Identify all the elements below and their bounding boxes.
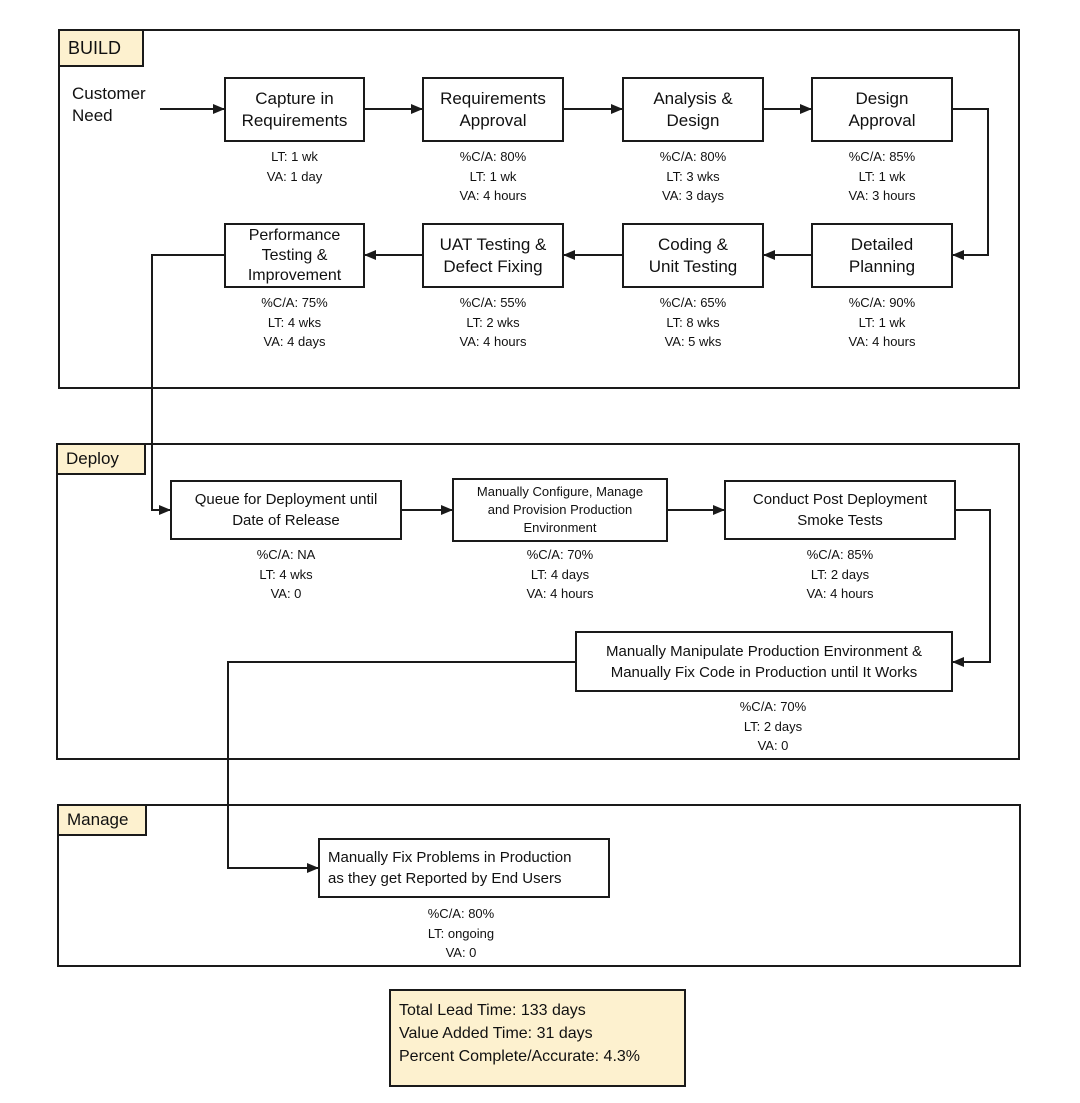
step-capture-requirements: Capture in Requirements: [224, 77, 365, 142]
metric-ca: %C/A: 55%: [459, 295, 527, 310]
step-design-approval: Design Approval: [811, 77, 953, 142]
metric-ca: %C/A: 70%: [739, 699, 807, 714]
total-lead-time: Total Lead Time: 133 days: [399, 1002, 586, 1019]
arrow-smoke-to-manipulate: [952, 509, 991, 667]
metric-va: VA: 5 wks: [664, 334, 722, 349]
metric-lt: LT: 2 days: [743, 718, 803, 734]
metric-ca: %C/A: 80%: [459, 149, 527, 164]
metric-ca: %C/A: 65%: [659, 295, 727, 310]
metric-lt: LT: 4 wks: [259, 566, 313, 582]
metrics-analysis-design: %C/A: 80% LT: 3 wks VA: 3 days: [622, 147, 764, 206]
metric-lt: LT: 3 wks: [666, 168, 720, 184]
step-manually-manipulate-production: Manually Manipulate Production Environme…: [575, 631, 953, 692]
metric-lt: LT: 1 wk: [469, 168, 517, 184]
metric-va: VA: 0: [270, 586, 302, 601]
metric-lt: LT: 4 wks: [267, 314, 322, 330]
manage-section-label: Manage: [57, 804, 147, 836]
metric-va: VA: 4 days: [263, 334, 326, 349]
metric-lt: LT: 4 days: [530, 566, 590, 582]
value-added-time: Value Added Time: 31 days: [399, 1025, 593, 1042]
metric-lt: LT: 1 wk: [858, 168, 906, 184]
metric-va: VA: 4 hours: [459, 188, 527, 203]
metric-va: VA: 1 day: [266, 168, 323, 184]
step-manually-configure: Manually Configure, Manage and Provision…: [452, 478, 668, 542]
deploy-section: [56, 443, 1020, 760]
customer-need-label: Customer Need: [72, 84, 146, 125]
metrics-coding-unit-testing: %C/A: 65% LT: 8 wks VA: 5 wks: [622, 293, 764, 352]
step-queue-for-deployment: Queue for Deployment until Date of Relea…: [170, 480, 402, 540]
metric-lt: LT: ongoing: [427, 925, 495, 941]
metric-ca: %C/A: 75%: [261, 295, 328, 310]
metric-va: VA: 3 days: [662, 188, 724, 203]
metric-ca: %C/A: 80%: [659, 149, 727, 164]
step-manually-fix-problems: Manually Fix Problems in Production as t…: [318, 838, 610, 898]
step-post-deployment-smoke-tests: Conduct Post Deployment Smoke Tests: [724, 480, 956, 540]
metric-ca: %C/A: 85%: [806, 547, 874, 562]
metrics-requirements-approval: %C/A: 80% LT: 1 wk VA: 4 hours: [422, 147, 564, 206]
build-section-label: BUILD: [58, 29, 144, 67]
metrics-manually-manipulate-production: %C/A: 70% LT: 2 days VA: 0: [575, 697, 971, 756]
step-performance-testing: Performance Testing & Improvement: [224, 223, 365, 288]
metric-lt: LT: 8 wks: [666, 314, 720, 330]
metric-va: VA: 4 hours: [806, 586, 874, 601]
step-analysis-design: Analysis & Design: [622, 77, 764, 142]
metric-lt: LT: 1 wk: [858, 314, 906, 330]
metric-lt: LT: 1 wk: [271, 149, 318, 164]
metric-va: VA: 4 hours: [526, 586, 594, 601]
metrics-manually-fix-problems: %C/A: 80% LT: ongoing VA: 0: [318, 904, 604, 963]
metric-va: VA: 4 hours: [848, 334, 916, 349]
percent-complete-accurate: Percent Complete/Accurate: 4.3%: [399, 1048, 641, 1065]
metric-ca: %C/A: 85%: [848, 149, 916, 164]
manage-section: [57, 804, 1021, 967]
metric-ca: %C/A: NA: [256, 547, 316, 562]
metrics-queue-for-deployment: %C/A: NA LT: 4 wks VA: 0: [170, 545, 402, 604]
metrics-uat-testing: %C/A: 55% LT: 2 wks VA: 4 hours: [422, 293, 564, 352]
metric-va: VA: 0: [445, 945, 477, 960]
step-uat-testing: UAT Testing & Defect Fixing: [422, 223, 564, 288]
metric-ca: %C/A: 80%: [427, 906, 495, 921]
metric-ca: %C/A: 90%: [848, 295, 916, 310]
step-coding-unit-testing: Coding & Unit Testing: [622, 223, 764, 288]
arrow-manipulate-to-fix: [227, 661, 575, 873]
summary-box: Total Lead Time: 133 days Value Added Ti…: [389, 989, 686, 1087]
metric-ca: %C/A: 70%: [526, 547, 594, 562]
metric-va: VA: 0: [757, 738, 789, 753]
metric-lt: LT: 2 wks: [466, 314, 520, 330]
metrics-design-approval: %C/A: 85% LT: 1 wk VA: 3 hours: [811, 147, 953, 206]
metrics-performance-testing: %C/A: 75% LT: 4 wks VA: 4 days: [224, 293, 365, 352]
arrow-design-approval-to-planning: [952, 108, 989, 260]
step-detailed-planning: Detailed Planning: [811, 223, 953, 288]
metric-lt: LT: 2 days: [810, 566, 870, 582]
metrics-capture-requirements: LT: 1 wk VA: 1 day: [224, 147, 365, 186]
metrics-manually-configure: %C/A: 70% LT: 4 days VA: 4 hours: [452, 545, 668, 604]
metrics-post-deployment-smoke-tests: %C/A: 85% LT: 2 days VA: 4 hours: [724, 545, 956, 604]
metric-va: VA: 3 hours: [848, 188, 916, 203]
arrow-performance-to-queue: [151, 254, 224, 515]
step-requirements-approval: Requirements Approval: [422, 77, 564, 142]
deploy-section-label: Deploy: [56, 443, 146, 475]
metric-va: VA: 4 hours: [459, 334, 527, 349]
metrics-detailed-planning: %C/A: 90% LT: 1 wk VA: 4 hours: [811, 293, 953, 352]
build-section: [58, 29, 1020, 389]
